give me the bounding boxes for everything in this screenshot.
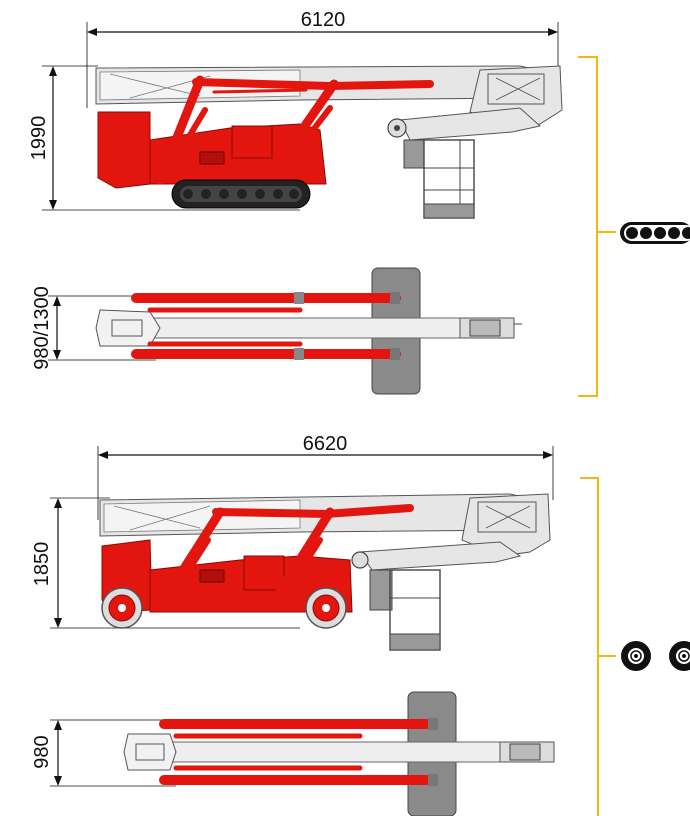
wheeled-length-label: 6620 <box>303 433 348 455</box>
crawler-bracket <box>578 56 616 397</box>
wheeled-width-label: 980 <box>31 735 53 768</box>
crawler-length-dimension: 6120 <box>86 9 559 108</box>
wheeled-top-view <box>123 691 555 816</box>
wheeled-length-dimension: 6620 <box>97 433 554 520</box>
crawler-top-view <box>95 267 522 395</box>
crawler-side-view <box>95 65 563 219</box>
crawler-width-label: 980/1300 <box>31 286 53 369</box>
crawler-length-label: 6120 <box>301 9 346 31</box>
crawler-section: 6120 1990 <box>28 9 690 397</box>
wheeled-height-label: 1850 <box>31 542 53 587</box>
wheeled-width-dimension: 980 <box>31 719 176 787</box>
crawler-height-dimension: 1990 <box>28 65 300 211</box>
wheeled-section: 6620 1850 <box>31 433 690 816</box>
wheel-rear <box>305 587 347 629</box>
crawler-height-label: 1990 <box>28 116 50 161</box>
wheeled-bracket <box>580 477 616 816</box>
wheel-front <box>101 587 143 629</box>
wheeled-side-view <box>99 493 551 651</box>
wheeled-height-dimension: 1850 <box>31 497 300 629</box>
crawler-width-dimension: 980/1300 <box>31 286 156 370</box>
crawler-track-icon <box>620 222 690 244</box>
wheels-icon <box>621 641 690 671</box>
